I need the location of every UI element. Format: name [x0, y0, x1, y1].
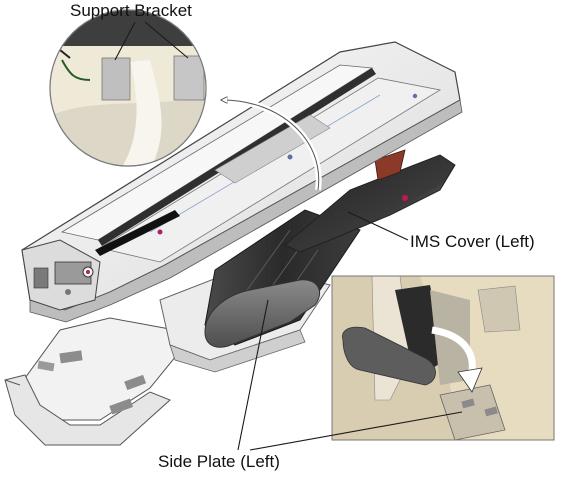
tabletop — [21, 41, 463, 323]
footrest-panel — [4, 317, 186, 446]
direction-arrow-outline — [222, 100, 320, 191]
bumper-pad — [204, 279, 320, 348]
side-plate-left-label: Side Plate (Left) — [158, 452, 280, 471]
support-bracket-label: Support Bracket — [70, 1, 192, 20]
ims-cover-left-label: IMS Cover (Left) — [410, 232, 535, 251]
end-mechanism — [21, 239, 101, 311]
support-bracket-inset — [49, 9, 207, 167]
leader-lines — [114, 21, 463, 451]
side-plate-photo-inset — [331, 275, 555, 441]
